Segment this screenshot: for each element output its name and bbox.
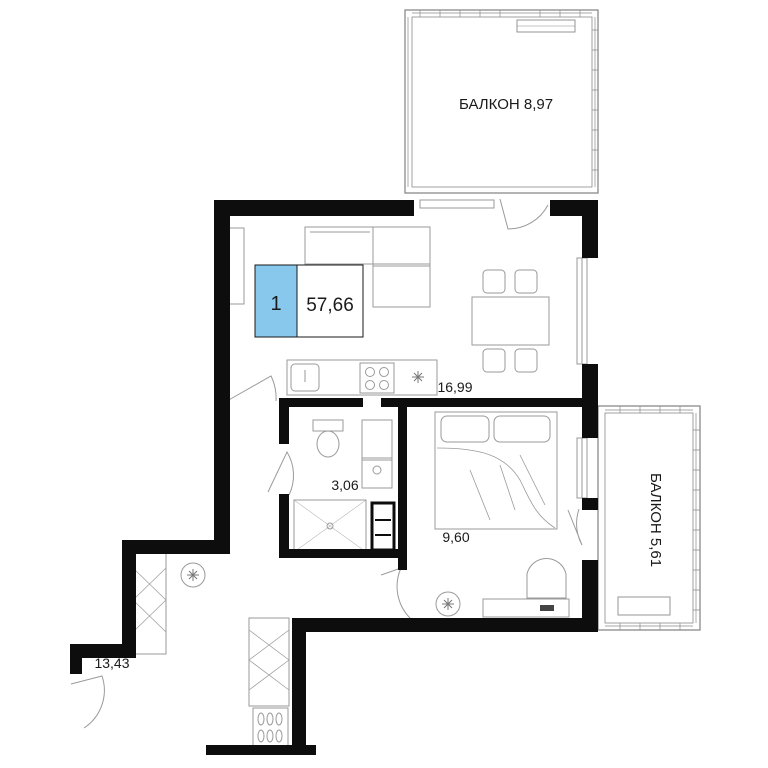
hall-area-label: 13,43 — [94, 655, 129, 671]
watermark-text: Домклик — [62, 735, 137, 754]
balcony-top — [404, 9, 599, 194]
total-area: 57,66 — [306, 295, 354, 316]
walls — [70, 200, 598, 755]
balcony-right — [597, 405, 701, 631]
balcony-right-label: БАЛКОН 5,61 — [647, 473, 664, 567]
fan-icon — [187, 371, 454, 610]
rooms-count: 1 — [270, 293, 281, 315]
watermark: Домклик — [35, 731, 137, 754]
living-area-label: 16,99 — [437, 379, 472, 395]
apartment-badge: 1 57,66 — [254, 264, 364, 338]
bathroom-area-label: 3,06 — [331, 477, 358, 493]
balcony-top-label: БАЛКОН 8,97 — [459, 96, 553, 113]
bedroom-area-label: 9,60 — [442, 529, 469, 545]
total-area-box — [296, 264, 364, 338]
home-icon — [35, 731, 57, 753]
